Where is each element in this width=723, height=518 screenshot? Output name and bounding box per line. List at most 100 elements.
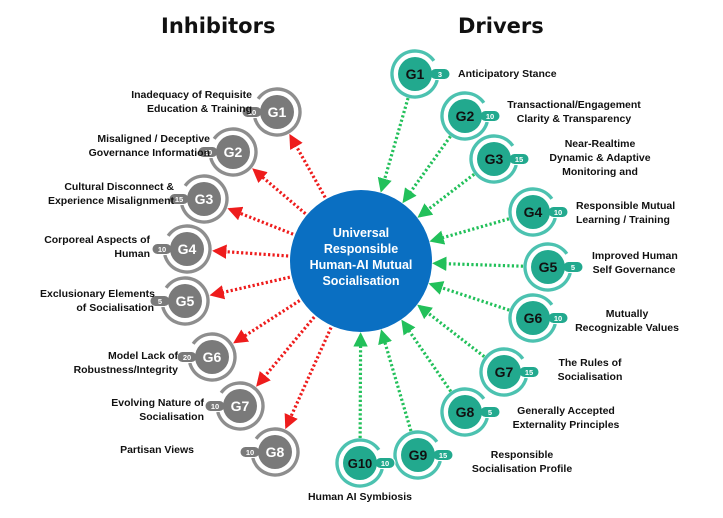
node-circle — [477, 142, 511, 176]
node-circle — [448, 99, 482, 133]
label-line: Monitoring and — [562, 166, 638, 178]
label-line: Externality Principles — [512, 419, 620, 431]
node-ring — [209, 127, 258, 177]
node-id-text: G5 — [539, 259, 558, 275]
label-line: Human — [114, 248, 150, 260]
inhibitor-arrow-g1 — [289, 133, 327, 199]
inhibitor-arrow-g8 — [284, 326, 333, 430]
inhibitor-arrow-g2 — [252, 168, 307, 215]
node-circle — [401, 438, 435, 472]
value-tab-text: 10 — [248, 108, 256, 117]
node-circle — [170, 232, 204, 266]
label-line: Clarity & Transparency — [516, 113, 632, 125]
value-tab-text: 20 — [204, 148, 212, 157]
value-tab-text: 20 — [183, 353, 191, 362]
node-circle — [531, 250, 565, 284]
node-circle — [258, 435, 292, 469]
node-circle — [343, 446, 377, 480]
arrows-layer — [209, 97, 524, 439]
value-tab-text: 3 — [438, 70, 442, 79]
driver-node-g3: 15 G3 — [469, 134, 530, 184]
node-circle — [168, 284, 202, 318]
node-ring — [393, 430, 442, 480]
label-line: Exclusionary Elements — [40, 288, 155, 300]
node-ring — [479, 347, 528, 397]
label-line: Governance Information — [88, 147, 210, 159]
value-tab-text: 15 — [175, 195, 183, 204]
label-line: Self Governance — [592, 264, 676, 276]
value-tab-text: 15 — [515, 155, 523, 164]
label-line: Transactional/Engagement — [507, 99, 641, 111]
node-id-text: G8 — [456, 404, 475, 420]
node-circle — [448, 395, 482, 429]
label-line: of Socialisation — [76, 302, 154, 314]
inhibitor-node-g2: 20 G2 — [197, 127, 258, 177]
driver-g10-label: Human AI Symbiosis — [300, 490, 420, 504]
driver-g1-label: Anticipatory Stance — [458, 67, 598, 81]
driver-arrow-g7 — [417, 304, 486, 358]
label-line: Partisan Views — [120, 444, 194, 456]
center-title-line: Universal — [332, 226, 390, 240]
label-line: Socialisation — [557, 371, 623, 383]
label-line: Near-Realtime — [564, 138, 636, 150]
inhibitor-arrow-g7 — [256, 316, 316, 387]
center-concept-circle — [290, 190, 432, 332]
inhibitor-g3-label: Cultural Disconnect &Experience Misalign… — [40, 180, 174, 208]
label-line: Experience Misalignment — [47, 195, 174, 207]
node-id-text: G6 — [203, 349, 222, 365]
node-ring — [335, 438, 384, 488]
driver-arrow-g4 — [429, 217, 510, 245]
driver-arrow-g5 — [432, 256, 524, 271]
node-circle — [398, 57, 432, 91]
node-id-text: G10 — [348, 456, 373, 471]
node-id-text: G4 — [524, 204, 543, 220]
node-ring — [163, 224, 212, 274]
value-tab-text: 5 — [571, 263, 575, 272]
label-line: Dynamic & Adaptive — [549, 152, 651, 164]
node-id-text: G3 — [485, 151, 504, 167]
node-ring — [469, 134, 518, 184]
label-line: Robustness/Integrity — [73, 364, 178, 376]
node-circle — [516, 301, 550, 335]
value-tab-text: 5 — [158, 297, 162, 306]
value-tab-text: 5 — [488, 408, 492, 417]
node-ring — [440, 91, 489, 141]
driver-arrow-g1 — [377, 97, 410, 193]
label-line: Education & Training — [146, 103, 252, 115]
node-ring — [508, 187, 557, 237]
node-id-text: G7 — [495, 364, 514, 380]
inhibitor-g5-label: Exclusionary Elements of Socialisation — [40, 287, 155, 315]
label-line: Human AI Symbiosis — [307, 491, 413, 503]
label-line: Socialisation — [139, 411, 204, 423]
node-id-text: G7 — [231, 398, 250, 414]
node-id-text: G2 — [224, 144, 243, 160]
node-ring — [188, 332, 237, 382]
node-circle — [487, 355, 521, 389]
driver-node-g8: 5 G8 — [440, 387, 501, 437]
inhibitor-node-g6: 20 G6 — [176, 332, 237, 382]
label-line: Inadequacy of Requisite — [131, 89, 252, 101]
label-line: Model Lack of — [107, 350, 178, 362]
inhibitor-arrow-g4 — [212, 244, 289, 259]
node-id-text: G4 — [178, 241, 197, 257]
inhibitors-heading: Inhibitors — [161, 14, 276, 38]
value-tab-text: 10 — [554, 314, 562, 323]
driver-arrow-g3 — [417, 172, 476, 218]
node-ring — [508, 293, 557, 343]
driver-node-g1: 3G1 — [390, 49, 451, 99]
node-id-text: G3 — [195, 191, 214, 207]
